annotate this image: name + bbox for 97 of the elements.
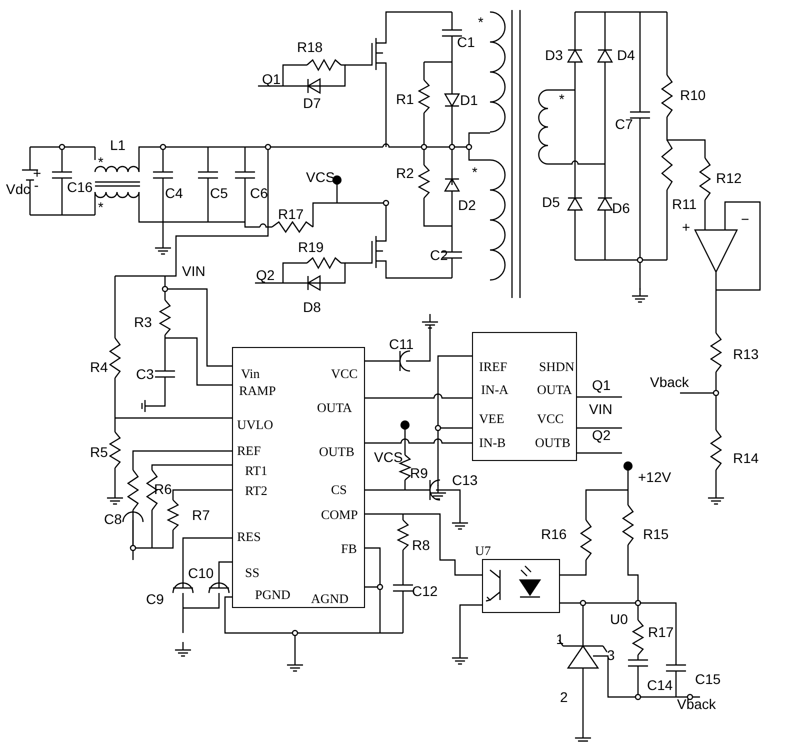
component-label: C14 [647, 678, 673, 692]
component-label: C15 [695, 672, 721, 686]
component-label: C13 [452, 473, 478, 487]
component-label: C6 [250, 186, 268, 200]
component-label: R1 [396, 92, 414, 106]
pin-label: OUTB [535, 436, 570, 449]
pin-label: AGND [311, 592, 349, 605]
component-label: * [472, 165, 478, 179]
component-label: + [33, 166, 42, 180]
component-label: D2 [458, 198, 476, 212]
component-label: + [682, 220, 690, 234]
pin-label: OUTA [317, 401, 352, 414]
component-label: 2 [560, 690, 568, 704]
component-label: R6 [154, 482, 172, 496]
pin-label: RT2 [245, 484, 268, 497]
component-label: R2 [396, 166, 414, 180]
component-label: C16 [67, 180, 93, 194]
component-label: R15 [643, 527, 669, 541]
component-label: C8 [104, 512, 122, 526]
component-label: R12 [716, 171, 742, 185]
component-label: R17 [278, 207, 304, 221]
component-label: R7 [192, 508, 210, 522]
pin-label: RT1 [245, 464, 268, 477]
pin-label: RES [237, 530, 261, 543]
component-label: +12V [638, 470, 672, 484]
pin-label: REF [237, 444, 261, 457]
component-label: R10 [680, 88, 706, 102]
pin-label: IN-B [479, 436, 506, 449]
component-label: R17 [648, 625, 674, 639]
component-label: R18 [297, 40, 323, 54]
component-label: C3 [136, 367, 154, 381]
component-label: R9 [410, 466, 428, 480]
component-label: D3 [545, 48, 563, 62]
component-label: C1 [457, 35, 475, 49]
component-label: VIN [182, 264, 206, 278]
wire [365, 438, 472, 444]
component-label: C10 [188, 566, 214, 580]
component-label: C4 [165, 186, 183, 200]
component-label: R13 [733, 347, 759, 361]
component-label: * [478, 15, 484, 29]
pin-label: OUTA [537, 383, 572, 396]
pin-label: CS [331, 483, 347, 496]
component-label: R3 [134, 315, 152, 329]
component-label: R14 [733, 451, 759, 465]
pin-label: VCC [537, 412, 564, 425]
component-label: R4 [90, 360, 108, 374]
component-label: D4 [617, 48, 635, 62]
pin-label: PGND [255, 588, 290, 601]
component-label: R16 [541, 527, 567, 541]
component-label: Vdc [6, 182, 30, 196]
component-label: C5 [210, 186, 228, 200]
component-label: C9 [146, 592, 164, 606]
wire [365, 513, 482, 576]
pin-label: Vin [241, 367, 260, 380]
pin-label: COMP [321, 508, 358, 521]
component-label: * [559, 92, 564, 106]
component-label: - [34, 178, 39, 192]
ic-chip-box [472, 332, 577, 461]
pin-label: FB [341, 542, 357, 555]
component-label: R5 [90, 445, 108, 459]
component-label: VCS [306, 170, 335, 184]
part-designator: U7 [475, 544, 491, 557]
component-label: * [98, 200, 104, 214]
pin-label: SHDN [539, 360, 574, 373]
component-label: Vback [650, 375, 689, 389]
component-label: D1 [460, 93, 478, 107]
component-label: D5 [542, 195, 560, 209]
component-label: R8 [412, 538, 430, 552]
component-label: 3 [607, 648, 615, 662]
component-label: VIN [589, 402, 612, 416]
component-label: C7 [615, 117, 633, 131]
component-label: Vback [677, 697, 716, 711]
component-label: Q2 [592, 428, 611, 442]
component-label: VCS [374, 450, 403, 464]
component-label: D6 [612, 201, 630, 215]
component-label: Q2 [256, 268, 275, 282]
component-label: R19 [298, 240, 324, 254]
component-label: Q1 [592, 378, 611, 392]
component-label: D7 [303, 96, 321, 110]
pin-label: OUTB [319, 445, 354, 458]
component-label: U0 [610, 612, 628, 626]
pin-label: UVLO [237, 418, 274, 431]
wire [365, 393, 472, 399]
component-label: * [98, 155, 104, 169]
pin-label: IREF [479, 360, 508, 373]
component-label: L1 [110, 138, 126, 152]
pin-label: IN-A [481, 383, 508, 396]
component-label: R11 [672, 197, 697, 211]
pin-label: RAMP [239, 384, 276, 397]
component-label: − [741, 212, 750, 226]
ic-chip-box [232, 347, 365, 608]
component-label: C12 [412, 584, 438, 598]
pin-label: VCC [331, 367, 358, 380]
pin-label: VEE [479, 412, 504, 425]
pin-label: SS [245, 566, 260, 579]
component-label: D8 [303, 300, 321, 314]
component-label: C11 [389, 337, 414, 351]
